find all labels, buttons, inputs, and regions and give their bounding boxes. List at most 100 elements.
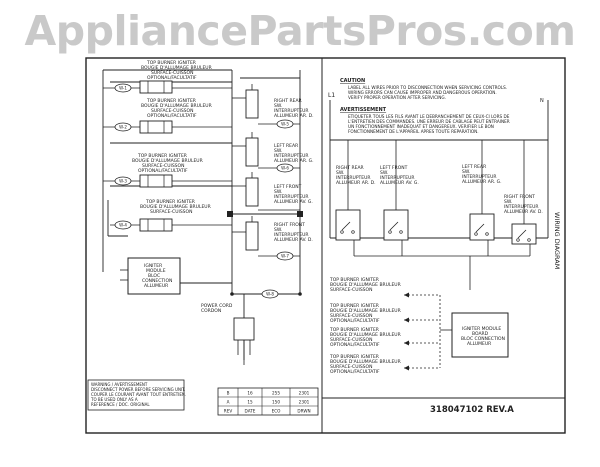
right-igniter-4-line-3: SURFACE-CUISSON — [330, 364, 372, 370]
left-switch-3-line-4: ALLUMEUR AV. G. — [274, 199, 313, 205]
right-switch-1: RIGHT REAR SW. INTERRUPTEUR ALLUMEUR AR.… — [335, 165, 376, 241]
wire-tag-4: W-4 — [114, 220, 132, 230]
wire-tag-2-label: W-2 — [119, 125, 127, 130]
right-switch-3-line-2: SW. — [462, 169, 470, 175]
left-switch-4-line-2: SW. — [274, 227, 282, 233]
left-igniter-3-line-4: OPTIONAL/FACULTATIF — [138, 168, 188, 174]
left-switch-2: LEFT REAR SW. INTERRUPTEUR ALLUMEUR AR. … — [245, 132, 314, 167]
left-module-line-2: MODULE — [146, 268, 166, 274]
attention-line-3: UN FONCTIONNEMENT INADEQUAT ET DANGEREUX… — [348, 124, 494, 129]
right-module-line-2: BOARD — [472, 331, 489, 337]
right-igniter-4-line-2: BOUGIE D'ALLUMAGE BRULEUR — [330, 359, 401, 365]
wire-tag-6: W-6 — [276, 163, 294, 173]
left-switch-3-line-2: SW. — [274, 189, 282, 195]
left-igniter-4-line-3: SURFACE-CUISSON — [150, 209, 192, 215]
wire-tag-3: W-3 — [114, 176, 132, 186]
attention-title: AVERTISSEMENT — [340, 107, 387, 113]
left-module-line-1: IGNITER — [144, 263, 162, 269]
right-igniter-3-line-3: SURFACE-CUISSON — [330, 337, 372, 343]
power-cord-line-1: POWER CORD — [201, 303, 233, 309]
attention-line-2: L'ENTRETIEN DES COMMANDES. UNE ERREUR DE… — [348, 119, 510, 124]
wire-tag-2: W-2 — [114, 122, 132, 132]
warning-line-4: TO BE USED ONLY AS A — [90, 397, 138, 402]
warning-line-5: REFERENCE / DOC. ORIGINAL — [91, 402, 150, 407]
right-igniter-4: TOP BURNER IGNITER BOUGIE D'ALLUMAGE BRU… — [329, 354, 401, 375]
right-switch-2-line-2: SW. — [380, 170, 388, 176]
right-switch-3-line-3: INTERRUPTEUR — [462, 174, 497, 180]
left-switch-4: RIGHT FRONT SW. INTERRUPTEUR ALLUMEUR AV… — [245, 216, 313, 251]
left-switch-4-line-3: INTERRUPTEUR — [274, 232, 309, 238]
left-switch-1: RIGHT REAR SW. INTERRUPTEUR ALLUMEUR AR.… — [245, 84, 314, 119]
l1-label: L1 — [328, 92, 335, 99]
right-switch-2-line-4: ALLUMEUR AV. G. — [380, 180, 419, 186]
left-igniter-2: TOP BURNER IGNITER BOUGIE D'ALLUMAGE BRU… — [139, 98, 212, 134]
caution-note: CAUTION LABEL ALL WIRES PRIOR TO DISCONN… — [340, 78, 507, 100]
document-number: 318047102 REV.A — [430, 405, 514, 415]
left-switch-3-line-1: LEFT FRONT — [274, 184, 302, 190]
wire-tag-8-label: W-8 — [266, 292, 274, 297]
left-igniter-3-line-1: TOP BURNER IGNITER — [137, 153, 187, 159]
left-switch-3-line-3: INTERRUPTEUR — [274, 194, 309, 200]
right-switch-2-line-1: LEFT FRONT — [380, 165, 408, 171]
right-igniter-1-line-2: BOUGIE D'ALLUMAGE BRULEUR — [330, 282, 401, 288]
power-cord: POWER CORD CORDON — [201, 303, 255, 365]
left-igniter-3-line-2: BOUGIE D'ALLUMAGE BRULEUR — [132, 158, 203, 164]
right-igniter-2-line-3: SURFACE-CUISSON — [330, 313, 372, 319]
right-igniters: TOP BURNER IGNITER BOUGIE D'ALLUMAGE BRU… — [329, 277, 401, 375]
rev-row-1-col-3: 255 — [272, 391, 280, 396]
left-rails — [102, 69, 301, 360]
right-igniter-3-line-4: OPTIONAL/FACULTATIF — [330, 342, 380, 348]
caution-title: CAUTION — [340, 78, 365, 84]
igniter-leads — [404, 294, 441, 369]
left-switch-3: LEFT FRONT SW. INTERRUPTEUR ALLUMEUR AV.… — [245, 172, 313, 207]
rev-row-1-col-4: 2301 — [299, 391, 310, 396]
left-igniter-2-line-3: SURFACE-CUISSON — [151, 108, 193, 114]
left-igniter-4: TOP BURNER IGNITER BOUGIE D'ALLUMAGE BRU… — [139, 199, 211, 232]
left-module-line-3: BLOC — [148, 273, 160, 279]
right-igniter-4-line-4: OPTIONAL/FACULTATIF — [330, 369, 380, 375]
left-igniter-3-line-3: SURFACE-CUISSON — [142, 163, 184, 169]
right-igniter-1-line-1: TOP BURNER IGNITER — [329, 277, 379, 283]
left-igniter-4-line-1: TOP BURNER IGNITER — [145, 199, 195, 205]
right-module-line-1: IGNITER MODULE — [462, 326, 501, 332]
left-switch-4-line-1: RIGHT FRONT — [274, 222, 305, 228]
rev-row-3-col-2: DATE — [245, 409, 256, 414]
wire-tag-8: W-8 — [261, 289, 279, 299]
rev-row-3-col-4: DRWN — [297, 409, 310, 414]
side-title: WIRING DIAGRAM — [553, 212, 561, 269]
wire-tag-5-label: W-5 — [281, 122, 289, 127]
right-switch-4-line-3: INTERRUPTEUR — [504, 204, 539, 210]
attention-line-4: FONCTIONNEMENT DE L'APPAREIL APRES TOUTE… — [348, 129, 479, 134]
left-switch-2-line-4: ALLUMEUR AR. G. — [274, 158, 314, 164]
left-igniter-4-line-2: BOUGIE D'ALLUMAGE BRULEUR — [140, 204, 211, 210]
right-igniter-4-line-1: TOP BURNER IGNITER — [329, 354, 379, 360]
right-igniter-3-line-1: TOP BURNER IGNITER — [329, 327, 379, 333]
right-switch-4-line-1: RIGHT FRONT — [504, 194, 535, 200]
wire-tag-7: W-7 — [276, 251, 294, 261]
left-igniter-1: TOP BURNER IGNITER BOUGIE D'ALLUMAGE BRU… — [139, 60, 212, 94]
caution-line-2: WIRING ERRORS CAN CAUSE IMPROPER AND DAN… — [348, 90, 497, 95]
right-module-line-4: ALLUMEUR — [467, 341, 491, 347]
right-switch-2-line-3: INTERRUPTEUR — [380, 175, 415, 181]
left-igniter-1-line-1: TOP BURNER IGNITER — [146, 60, 196, 66]
left-igniter-module: IGNITER MODULE BLOC CONNECTION ALLUMEUR — [120, 257, 181, 295]
right-igniter-2: TOP BURNER IGNITER BOUGIE D'ALLUMAGE BRU… — [329, 303, 401, 324]
left-switch-2-line-2: SW. — [274, 148, 282, 154]
left-switch-2-line-3: INTERRUPTEUR — [274, 153, 309, 159]
left-module-line-5: ALLUMEUR — [144, 283, 168, 289]
warning-line-3: COUPER LE COURANT AVANT TOUT ENTRETIEN. — [91, 392, 186, 397]
rev-row-1-col-1: B — [227, 391, 230, 396]
left-switch-1-line-4: ALLUMEUR AR. D. — [274, 113, 314, 119]
left-switches: RIGHT REAR SW. INTERRUPTEUR ALLUMEUR AR.… — [245, 84, 314, 251]
rev-row-2-col-1: A — [227, 400, 230, 405]
drawing-frame — [85, 57, 566, 434]
left-igniter-1-line-2: BOUGIE D'ALLUMAGE BRULEUR — [141, 65, 212, 71]
caution-line-1: LABEL ALL WIRES PRIOR TO DISCONNECTION W… — [348, 85, 507, 90]
right-switch-4: RIGHT FRONT SW. INTERRUPTEUR ALLUMEUR AV… — [504, 194, 543, 245]
caution-line-3: VERIFY PROPER OPERATION AFTER SERVICING. — [348, 95, 446, 100]
wire-tag-1-label: W-1 — [119, 86, 127, 91]
left-switch-1-line-3: INTERRUPTEUR — [274, 108, 309, 114]
site-watermark: AppliancePartsPros.com — [24, 7, 576, 55]
left-switch-1-line-1: RIGHT REAR — [274, 98, 302, 104]
